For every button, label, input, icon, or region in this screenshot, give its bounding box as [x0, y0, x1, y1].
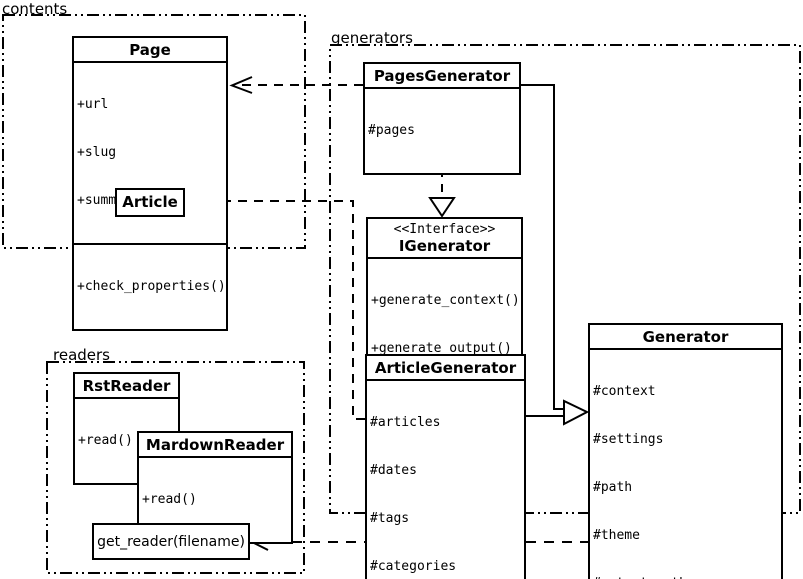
attribute: #context [593, 384, 656, 399]
package-label-generators: generators [331, 29, 413, 47]
attribute: +slug [77, 145, 117, 160]
package-border-readers [46, 361, 305, 574]
attribute: #categories [370, 559, 457, 574]
attribute: #path [593, 480, 633, 495]
attribute: #articles [370, 415, 441, 430]
attribute: #tags [370, 511, 410, 526]
class-igenerator-stereotype: <<Interface>> [393, 222, 496, 237]
class-articlegenerator: ArticleGenerator #articles #dates #tags … [365, 354, 526, 579]
class-pagesgenerator-attributes: #pages [365, 87, 519, 173]
node-get-reader-label: get_reader(filename) [97, 533, 245, 550]
class-rstreader-methods: +read() [75, 397, 178, 483]
package-border-generators [329, 44, 801, 514]
attribute: #theme [593, 528, 640, 543]
class-articlegenerator-name: ArticleGenerator [374, 359, 517, 377]
package-border-contents [2, 14, 306, 249]
class-generator-attributes: #context #settings #path #theme #output_… [590, 348, 781, 579]
class-rstreader: RstReader +read() [73, 372, 180, 485]
method: +read() [142, 492, 197, 507]
class-igenerator-methods: +generate_context() +generate_output() [368, 257, 521, 391]
package-label-readers: readers [53, 346, 110, 364]
class-mardownreader-methods: +read() [139, 456, 291, 542]
edge-pagesgenerator-realizes-igenerator [428, 109, 456, 218]
method: +generate_context() [371, 293, 520, 308]
edge-generators-inherit-generator [521, 84, 590, 426]
class-generator-name: Generator [642, 328, 729, 346]
attribute: #dates [370, 463, 417, 478]
class-page-name: Page [129, 41, 171, 59]
method: +read() [78, 433, 133, 448]
attribute: #settings [593, 432, 664, 447]
class-article-name: Article [122, 193, 178, 211]
class-generator: Generator #context #settings #path #them… [588, 323, 783, 579]
class-page: Page +url +slug +summary +check_properti… [72, 36, 228, 331]
class-page-methods: +check_properties() [74, 243, 226, 329]
class-mardownreader-name: MardownReader [145, 436, 285, 454]
package-label-contents: contents [2, 0, 68, 18]
edge-pagesgenerator-to-page [229, 76, 363, 94]
class-article: Article [115, 188, 185, 217]
method: +generate_output() [371, 341, 512, 356]
class-rstreader-name: RstReader [82, 377, 171, 395]
class-pagesgenerator-name: PagesGenerator [373, 67, 511, 85]
class-pagesgenerator: PagesGenerator #pages [363, 62, 521, 175]
node-get-reader: get_reader(filename) [92, 523, 250, 560]
attribute: +url [77, 97, 109, 112]
attribute: #output_path [593, 576, 778, 579]
method: +check_properties() [77, 279, 226, 294]
class-articlegenerator-attributes: #articles #dates #tags #categories [367, 379, 524, 579]
attribute: #pages [368, 123, 415, 138]
class-igenerator-name: IGenerator [398, 237, 491, 255]
